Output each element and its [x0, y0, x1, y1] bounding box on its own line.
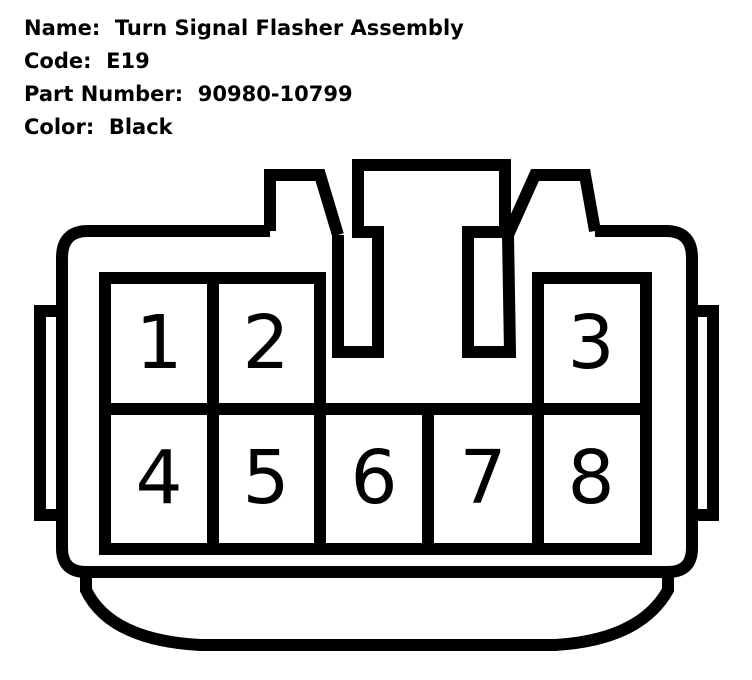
color-label: Color:	[24, 115, 95, 139]
pin-number-7: 7	[459, 435, 506, 521]
part-number-label: Part Number:	[24, 82, 184, 106]
code-label: Code:	[24, 49, 92, 73]
name-row: Name: Turn Signal Flasher Assembly	[24, 12, 464, 45]
right-latch	[502, 169, 601, 238]
pin-number-4: 4	[135, 435, 182, 521]
cavity-grid	[99, 272, 652, 555]
pin-number-3: 3	[567, 300, 614, 386]
pin-number-8: 8	[567, 435, 614, 521]
right-side-tab	[692, 305, 719, 521]
connector-info: Name: Turn Signal Flasher Assembly Code:…	[24, 12, 464, 144]
part-number-row: Part Number: 90980-10799	[24, 78, 464, 111]
left-latch	[264, 169, 344, 237]
pin-number-1: 1	[135, 300, 182, 386]
name-value: Turn Signal Flasher Assembly	[114, 16, 464, 40]
code-value: E19	[106, 49, 150, 73]
pin-number-5: 5	[242, 435, 289, 521]
color-row: Color: Black	[24, 111, 464, 144]
code-row: Code: E19	[24, 45, 464, 78]
left-side-tab	[34, 305, 62, 521]
bottom-skirt	[80, 572, 674, 651]
color-value: Black	[108, 115, 173, 139]
pin-number-2: 2	[242, 300, 289, 386]
center-key	[332, 159, 517, 358]
name-label: Name:	[24, 16, 101, 40]
pin-number-6: 6	[350, 435, 397, 521]
part-number-value: 90980-10799	[197, 82, 353, 106]
